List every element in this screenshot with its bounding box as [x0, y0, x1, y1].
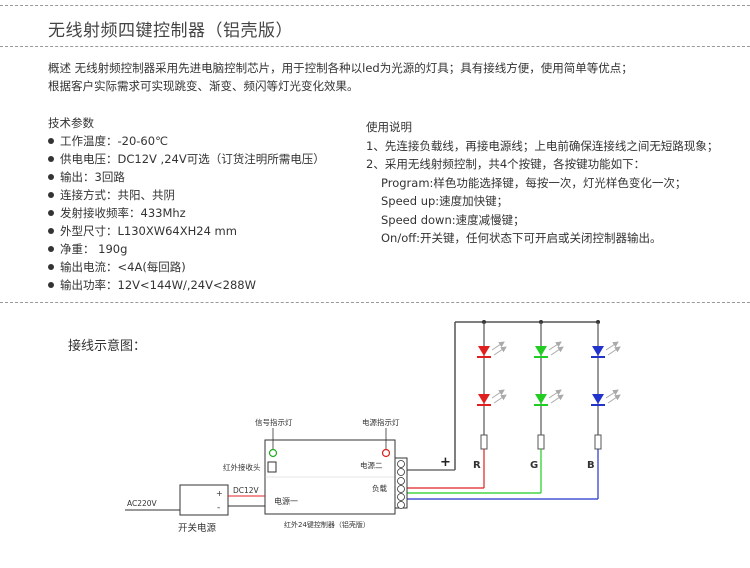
led-string-red [477, 322, 507, 488]
usage-step-2: 2、采用无线射频控制，共4个按键，各按键功能如下： [366, 157, 646, 171]
load-label: 负载 [372, 483, 387, 493]
resistor-blue [594, 434, 602, 450]
power-two-label: 电源二 [360, 460, 383, 470]
bullet-icon [48, 264, 54, 270]
signal-led-label: 信号指示灯 [255, 417, 293, 427]
terminal-screws [397, 460, 405, 509]
resistor-red [480, 434, 488, 450]
switching-psu-box [179, 484, 229, 516]
led-red-1-icon [478, 346, 490, 356]
usage-speed-down: Speed down:速度减慢键； [381, 212, 525, 227]
tech-params: 技术参数 工作温度：-20-60℃ 供电电压：DC12V ,24V可选（订货注明… [48, 114, 325, 294]
list-item: 外型尺寸：L130XW64XH24 mm [48, 222, 325, 240]
list-item: 输出电流：<4A(每回路) [48, 258, 325, 276]
usage-instructions: 使用说明 1、先连接负载线，再接电源线；上电前确保连接线之间无短路现象； 2、采… [366, 118, 718, 248]
psu-plus-label: + [216, 489, 223, 498]
r-label: R [473, 460, 481, 471]
power-one-label: 电源一 [274, 496, 298, 506]
led-blue-1-icon [592, 346, 604, 356]
signal-led-icon [268, 448, 278, 458]
usage-onoff: On/off:开关键，任何状态下可开启或关闭控制器输出。 [381, 231, 662, 245]
overview-text: 概述 无线射频控制器采用先进电脑控制芯片，用于控制各种以led为光源的灯具；具有… [48, 59, 738, 95]
wiring-diagram: + R G B 信号指示灯 电源指示灯 红外接收头 电源二 负载 电源一 红外2… [125, 320, 621, 534]
led-green-1-icon [535, 346, 547, 356]
controller-name-label: 红外24键控制器（铝壳版） [284, 520, 370, 529]
bullet-icon [48, 210, 54, 216]
plus-label: + [440, 455, 451, 470]
bullet-icon [48, 228, 54, 234]
ir-receiver-icon [267, 461, 277, 473]
list-item: 净重： 190g [48, 240, 325, 258]
ir-receiver-label: 红外接收头 [223, 462, 261, 472]
list-item: 输出：3回路 [48, 168, 325, 186]
led-red-2-icon [478, 394, 490, 404]
dc-label: DC12V [233, 486, 260, 495]
tech-params-heading: 技术参数 [48, 116, 94, 130]
bullet-icon [48, 282, 54, 288]
b-label: B [587, 460, 595, 471]
list-item: 工作温度：-20-60℃ [48, 132, 325, 150]
page-title: 无线射频四键控制器（铝壳版） [48, 21, 293, 41]
usage-speed-up: Speed up:速度加快键； [381, 194, 509, 208]
section-divider [0, 302, 750, 303]
led-string-green [534, 322, 564, 493]
title-divider [0, 46, 750, 47]
resistor-green [537, 434, 545, 450]
ac-label: AC220V [127, 499, 158, 508]
overview-line-2: 根据客户实际需求可实现跳变、渐变、频闪等灯光变化效果。 [48, 79, 359, 93]
usage-step-1: 1、先连接负载线，再接电源线；上电前确保连接线之间无短路现象； [366, 138, 719, 153]
bullet-icon [48, 138, 54, 144]
wiring-title: 接线示意图： [68, 339, 147, 354]
top-divider [0, 5, 750, 6]
g-label: G [530, 460, 538, 471]
power-led-icon [381, 448, 391, 458]
bullet-icon [48, 156, 54, 162]
usage-program: Program:样色功能选择键，每按一次，灯光样色变化一次； [381, 175, 687, 190]
list-item: 供电电压：DC12V ,24V可选（订货注明所需电压） [48, 150, 325, 168]
switch-psu-label: 开关电源 [178, 522, 217, 534]
usage-heading: 使用说明 [366, 120, 412, 134]
led-blue-2-icon [592, 394, 604, 404]
power-led-label: 电源指示灯 [362, 417, 400, 427]
list-item: 发射接收频率：433Mhz [48, 204, 325, 222]
led-green-2-icon [535, 394, 547, 404]
tech-params-list: 工作温度：-20-60℃ 供电电压：DC12V ,24V可选（订货注明所需电压）… [48, 132, 325, 294]
list-item: 连接方式：共阳、共阴 [48, 186, 325, 204]
bullet-icon [48, 174, 54, 180]
bullet-icon [48, 192, 54, 198]
led-string-blue [591, 322, 621, 499]
psu-minus-label: - [217, 503, 220, 513]
list-item: 输出功率：12V<144W/,24V<288W [48, 276, 325, 294]
bullet-icon [48, 246, 54, 252]
overview-line-1: 概述 无线射频控制器采用先进电脑控制芯片，用于控制各种以led为光源的灯具；具有… [48, 61, 633, 75]
